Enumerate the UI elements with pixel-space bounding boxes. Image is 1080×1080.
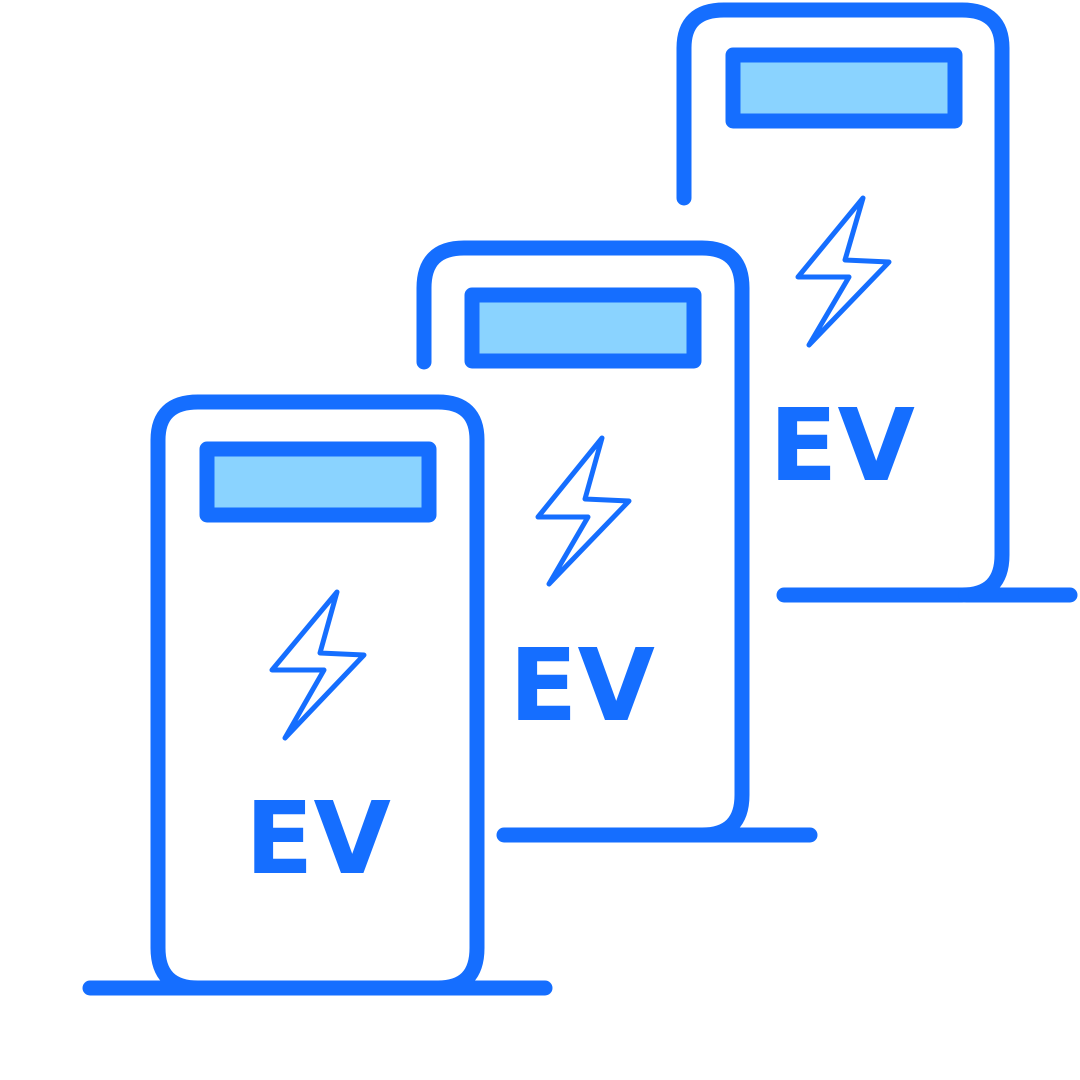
- station-screen-front: [199, 441, 437, 523]
- station-screen-back: [725, 47, 963, 129]
- lightning-bolt-icon: [795, 195, 892, 348]
- charging-station-middle: EV: [416, 240, 818, 843]
- station-label-middle: EV: [509, 627, 655, 744]
- station-body-back: [676, 2, 1010, 603]
- lightning-bolt-icon: [535, 435, 632, 587]
- station-screen-middle: [464, 287, 702, 369]
- station-body-middle: [416, 240, 750, 843]
- charging-station-back: EV: [676, 2, 1078, 603]
- charging-station-front: EV: [82, 394, 553, 996]
- lightning-bolt-icon: [269, 589, 367, 741]
- station-label-front: EV: [245, 780, 391, 897]
- station-label-back: EV: [769, 387, 915, 504]
